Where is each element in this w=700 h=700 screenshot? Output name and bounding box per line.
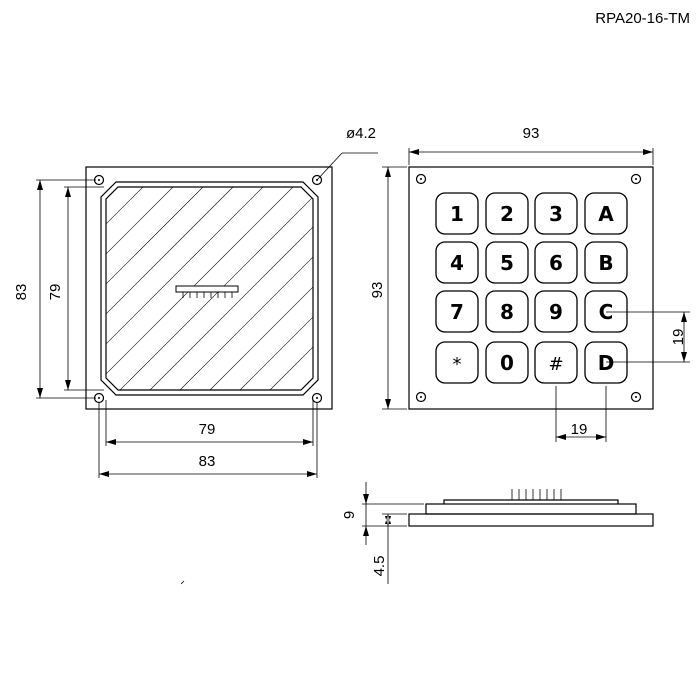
diameter-leader <box>316 152 343 181</box>
key-5[interactable] <box>485 241 529 284</box>
front-plate-outline <box>408 166 654 410</box>
key-star[interactable] <box>435 341 479 384</box>
front-view: 1 2 3 A 4 5 6 B 7 8 9 C <box>369 125 690 442</box>
key-8[interactable] <box>485 290 529 333</box>
connector-pins-back <box>175 285 239 298</box>
side-view: 9 4.5 <box>341 482 654 584</box>
hole-diameter-label: ø4.2 <box>346 125 376 142</box>
dim-4-5: 4.5 <box>371 556 388 577</box>
side-back-plate <box>425 503 637 515</box>
stray-mark <box>180 580 185 585</box>
key-label-4: 4 <box>450 251 464 275</box>
connector-pins-side <box>511 489 562 500</box>
dim-93-horizontal: 93 <box>523 125 540 142</box>
key-7[interactable] <box>435 290 479 333</box>
key-label-8: 8 <box>500 300 514 324</box>
key-1[interactable] <box>435 192 479 235</box>
key-label-7: 7 <box>450 300 464 324</box>
key-2[interactable] <box>485 192 529 235</box>
key-b[interactable] <box>584 241 628 284</box>
key-label-2: 2 <box>500 202 514 226</box>
dim-93-vertical: 93 <box>369 282 386 299</box>
key-label-d: D <box>598 351 615 375</box>
dim-79-vertical: 79 <box>47 284 64 301</box>
back-window-outer <box>100 181 319 396</box>
side-front-plate <box>408 513 654 527</box>
key-label-5: 5 <box>500 251 514 275</box>
mounting-holes-back <box>93 174 323 404</box>
key-label-star: * <box>453 354 462 375</box>
dim-83-horizontal: 83 <box>199 453 216 470</box>
key-3[interactable] <box>534 192 578 235</box>
keypad-grid: 1 2 3 A 4 5 6 B 7 8 9 C <box>435 192 628 384</box>
back-plate-outline <box>85 166 333 410</box>
dim-83-vertical: 83 <box>13 284 30 301</box>
key-hash[interactable] <box>534 341 578 384</box>
key-label-b: B <box>598 251 613 275</box>
key-a[interactable] <box>584 192 628 235</box>
key-label-hash: # <box>548 354 563 375</box>
side-body <box>443 499 619 504</box>
key-label-1: 1 <box>450 202 464 226</box>
key-label-a: A <box>598 202 614 226</box>
key-c[interactable] <box>584 290 628 333</box>
dim-9: 9 <box>341 511 358 519</box>
key-d[interactable] <box>584 341 628 384</box>
key-0[interactable] <box>485 341 529 384</box>
dim-19-vertical: 19 <box>670 329 687 346</box>
back-window-inner <box>105 186 314 391</box>
key-label-6: 6 <box>549 251 563 275</box>
back-view: ø4.2 83 79 79 83 <box>13 125 378 478</box>
mounting-holes-front <box>415 173 642 403</box>
key-4[interactable] <box>435 241 479 284</box>
key-label-9: 9 <box>549 300 563 324</box>
dim-79-horizontal: 79 <box>199 421 216 438</box>
key-label-3: 3 <box>549 202 563 226</box>
key-label-0: 0 <box>500 351 514 375</box>
key-6[interactable] <box>534 241 578 284</box>
part-number-title: RPA20-16-TM <box>595 10 690 27</box>
dim-19-horizontal: 19 <box>571 421 588 438</box>
key-9[interactable] <box>534 290 578 333</box>
